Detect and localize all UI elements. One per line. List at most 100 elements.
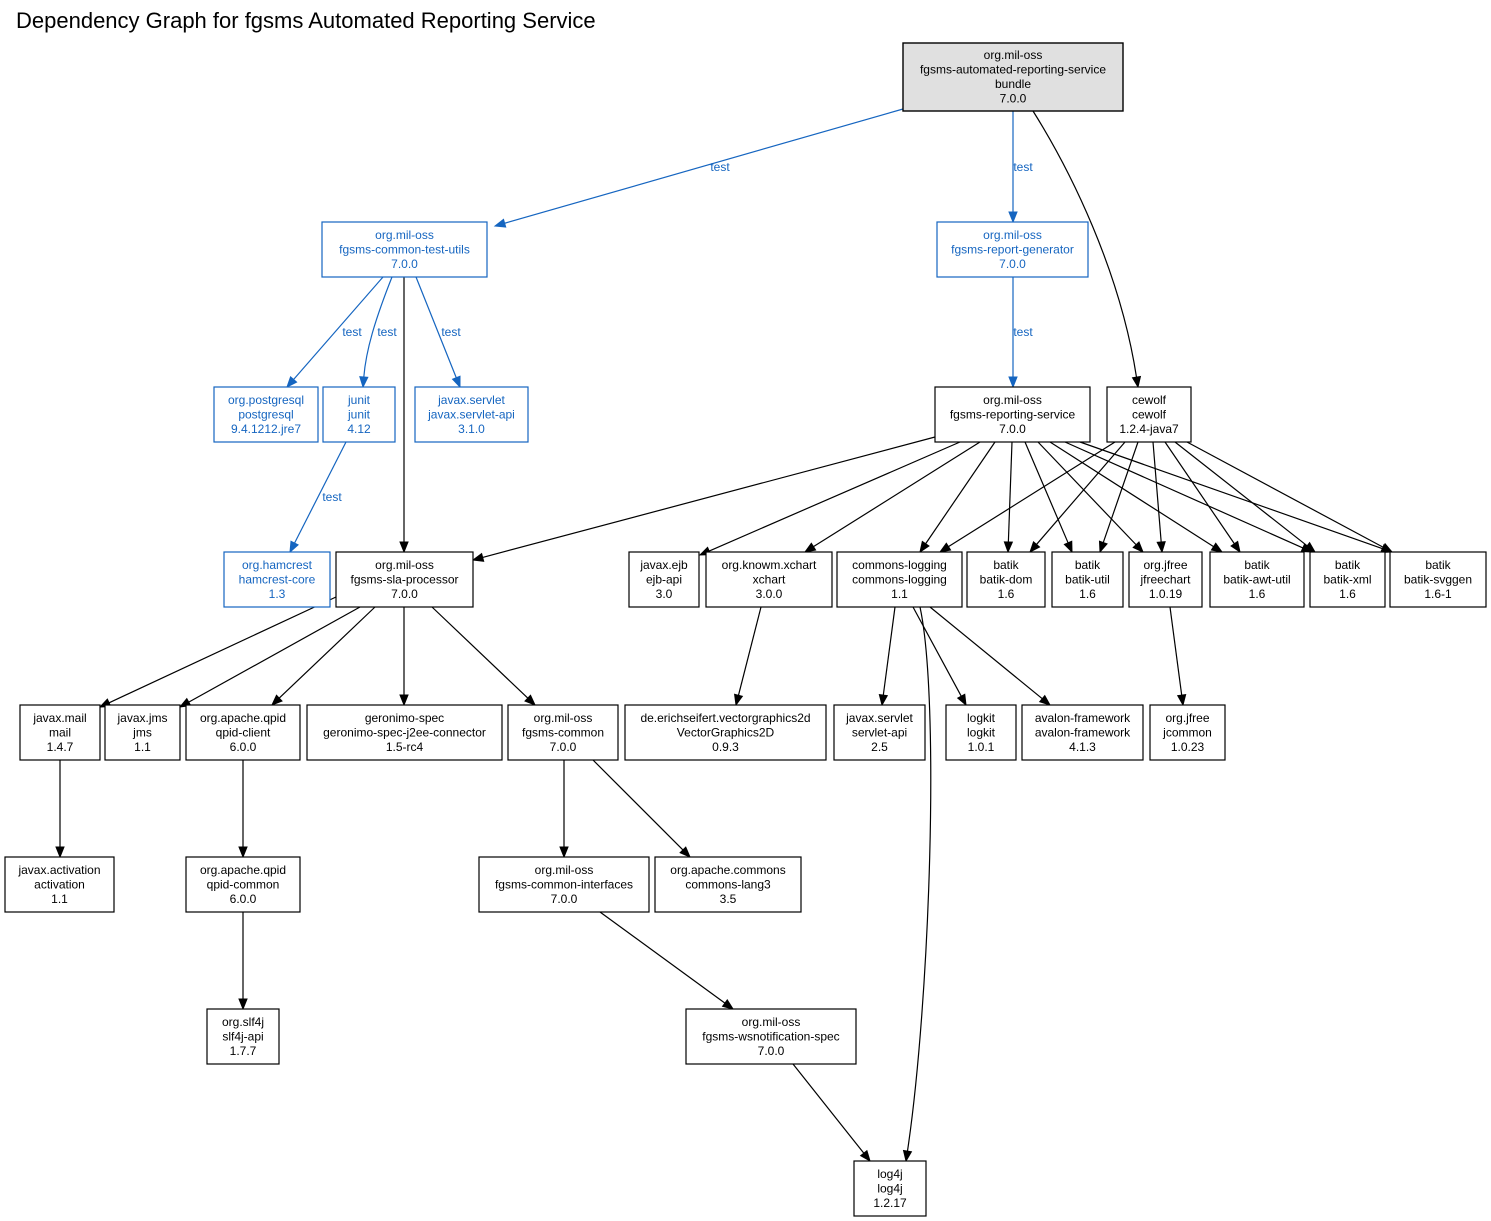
edge-line [293, 276, 384, 380]
node-vg2d: de.erichseifert.vectorgraphics2dVectorGr… [624, 704, 827, 761]
node-version: 1.1 [51, 892, 68, 906]
node-group-id: org.jfree [1165, 711, 1209, 725]
node-artifact-id: ejb-api [646, 572, 682, 586]
node-artifact-id: qpid-client [216, 725, 271, 739]
node-artifact-id: fgsms-common-test-utils [339, 242, 470, 256]
node-version: 7.0.0 [1000, 92, 1027, 106]
edge-arrowhead [859, 1149, 871, 1163]
edge-line [1079, 441, 1383, 550]
node-group-id: org.mil-oss [983, 393, 1042, 407]
node-artifact-id: mail [49, 725, 71, 739]
edge-label: test [322, 490, 342, 504]
node-box [1128, 551, 1203, 608]
node-box [1309, 551, 1386, 608]
node-artifact-id: fgsms-reporting-service [950, 407, 1076, 421]
node-artifact-id: fgsms-sla-processor [350, 572, 458, 586]
edge-testutils-to-junit: test [359, 276, 397, 389]
edge-arrowhead [493, 218, 507, 228]
node-version: 1.6 [1079, 587, 1096, 601]
node-group-id: javax.servlet [845, 711, 913, 725]
node-artifact-id: hamcrest-core [239, 572, 316, 586]
node-box [1051, 551, 1124, 608]
edge-reportingsvc-to-batikxml [1064, 441, 1314, 553]
edge-commonslogging-to-log4j [902, 606, 932, 1163]
node-box [206, 1008, 280, 1065]
node-box [945, 704, 1017, 761]
node-version: 1.1 [891, 587, 908, 601]
node-group-id: javax.jms [116, 711, 167, 725]
edge-label: test [710, 160, 730, 174]
node-version: 1.6 [1249, 587, 1266, 601]
edge-xchart-to-vg2d [734, 606, 762, 707]
node-artifact-id: VectorGraphics2D [677, 725, 775, 739]
edge-line [363, 276, 393, 378]
node-group-id: org.mil-oss [375, 558, 434, 572]
node-box [966, 551, 1046, 608]
edge-arrowhead [721, 998, 735, 1010]
edge-arrowhead [679, 846, 691, 858]
edge-line [504, 108, 904, 224]
edge-cewolf-to-batikdom [1029, 441, 1126, 554]
node-version: 6.0.0 [230, 740, 257, 754]
node-box [934, 386, 1091, 443]
edge-root-to-cewolf [1032, 110, 1142, 389]
node-group-id: junit [347, 393, 371, 407]
edge-arrowhead [1008, 376, 1018, 389]
node-artifact-id: cewolf [1132, 407, 1167, 421]
edge-arrowhead [1210, 542, 1224, 553]
node-version: 1.0.19 [1149, 587, 1183, 601]
edge-line [1036, 441, 1126, 545]
edge-arrowhead [559, 846, 569, 859]
node-version: 3.0.0 [756, 587, 783, 601]
node-wsnotif: org.mil-ossfgsms-wsnotification-spec7.0.… [685, 1008, 857, 1065]
edge-testutils-to-servletapi3: test [415, 276, 461, 389]
node-box [1389, 551, 1487, 608]
edge-reportgen-to-reportingsvc: test [1008, 277, 1033, 389]
edge-cewolf-to-batikawt [1164, 441, 1241, 554]
edge-arrowhead [1131, 375, 1142, 389]
edge-fgsmscommon-to-commonslang3 [592, 759, 691, 858]
node-group-id: org.knowm.xchart [722, 558, 817, 572]
node-version: 7.0.0 [391, 257, 418, 271]
edge-arrowhead [1156, 541, 1166, 554]
edge-label: test [342, 325, 362, 339]
node-box [654, 856, 802, 913]
edge-arrowhead [1003, 541, 1014, 554]
edge-arrowhead [1132, 541, 1144, 553]
node-artifact-id: fgsms-common [522, 725, 604, 739]
node-artifact-id: slf4j-api [222, 1029, 263, 1043]
edge-arrowhead [1008, 211, 1018, 224]
edge-line [188, 606, 361, 703]
edge-cewolf-to-commonslogging [938, 441, 1116, 553]
node-artifact-id: postgresql [238, 407, 293, 421]
edge-arrowhead [878, 693, 889, 707]
node-group-id: org.mil-oss [534, 711, 593, 725]
edge-commonslogging-to-servletapi25 [878, 606, 896, 707]
edge-arrowhead [399, 541, 409, 554]
node-group-id: javax.mail [32, 711, 86, 725]
node-box [1209, 551, 1305, 608]
edge-line [906, 606, 932, 1152]
edge-line [1186, 441, 1384, 548]
node-artifact-id: xchart [753, 572, 786, 586]
edge-arrowhead [1230, 540, 1241, 554]
edge-arrowhead [238, 846, 248, 859]
edge-line [1024, 441, 1069, 544]
edge-line [1064, 441, 1304, 549]
node-artifact-id: fgsms-common-interfaces [495, 877, 633, 891]
edge-arrowhead [271, 694, 283, 706]
edge-line [1049, 441, 1214, 548]
node-artifact-id: junit [347, 407, 371, 421]
